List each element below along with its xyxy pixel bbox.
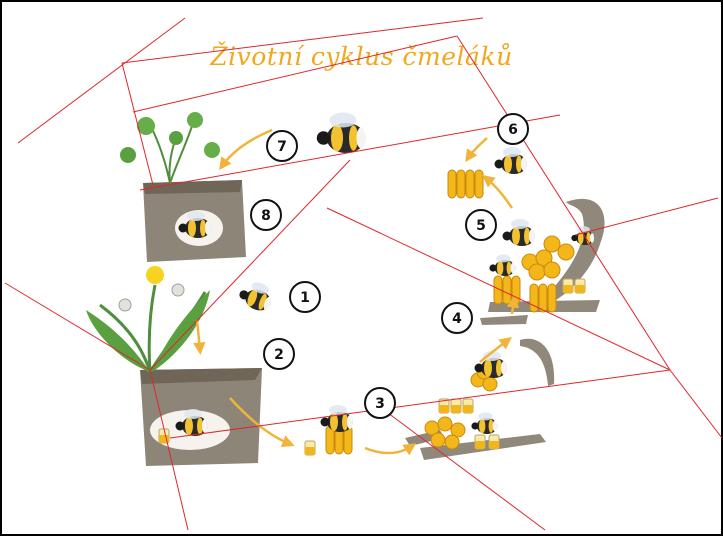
svg-text:5: 5 bbox=[476, 218, 486, 234]
svg-text:4: 4 bbox=[452, 311, 462, 327]
stage-marker-4: 4 bbox=[442, 303, 472, 333]
svg-text:7: 7 bbox=[277, 139, 287, 155]
stage-marker-5: 5 bbox=[466, 210, 496, 240]
cut-lines bbox=[5, 18, 722, 530]
stage-marker-8: 8 bbox=[251, 200, 281, 230]
stage-marker-3: 3 bbox=[365, 388, 395, 418]
stage-marker-6: 6 bbox=[498, 114, 528, 144]
svg-text:8: 8 bbox=[261, 208, 271, 224]
stage-marker-2: 2 bbox=[264, 339, 294, 369]
svg-text:1: 1 bbox=[300, 290, 310, 306]
svg-text:6: 6 bbox=[508, 122, 518, 138]
queen-cells-group bbox=[448, 170, 483, 198]
svg-text:3: 3 bbox=[375, 396, 385, 412]
stage-marker-1: 1 bbox=[290, 282, 320, 312]
brood-clump-group bbox=[425, 365, 499, 449]
svg-text:2: 2 bbox=[274, 347, 284, 363]
stage-marker-7: 7 bbox=[267, 131, 297, 161]
parsley-plant-icon bbox=[120, 112, 220, 183]
dandelion-plant-icon bbox=[86, 266, 210, 372]
soil-block-bottom bbox=[140, 368, 262, 466]
